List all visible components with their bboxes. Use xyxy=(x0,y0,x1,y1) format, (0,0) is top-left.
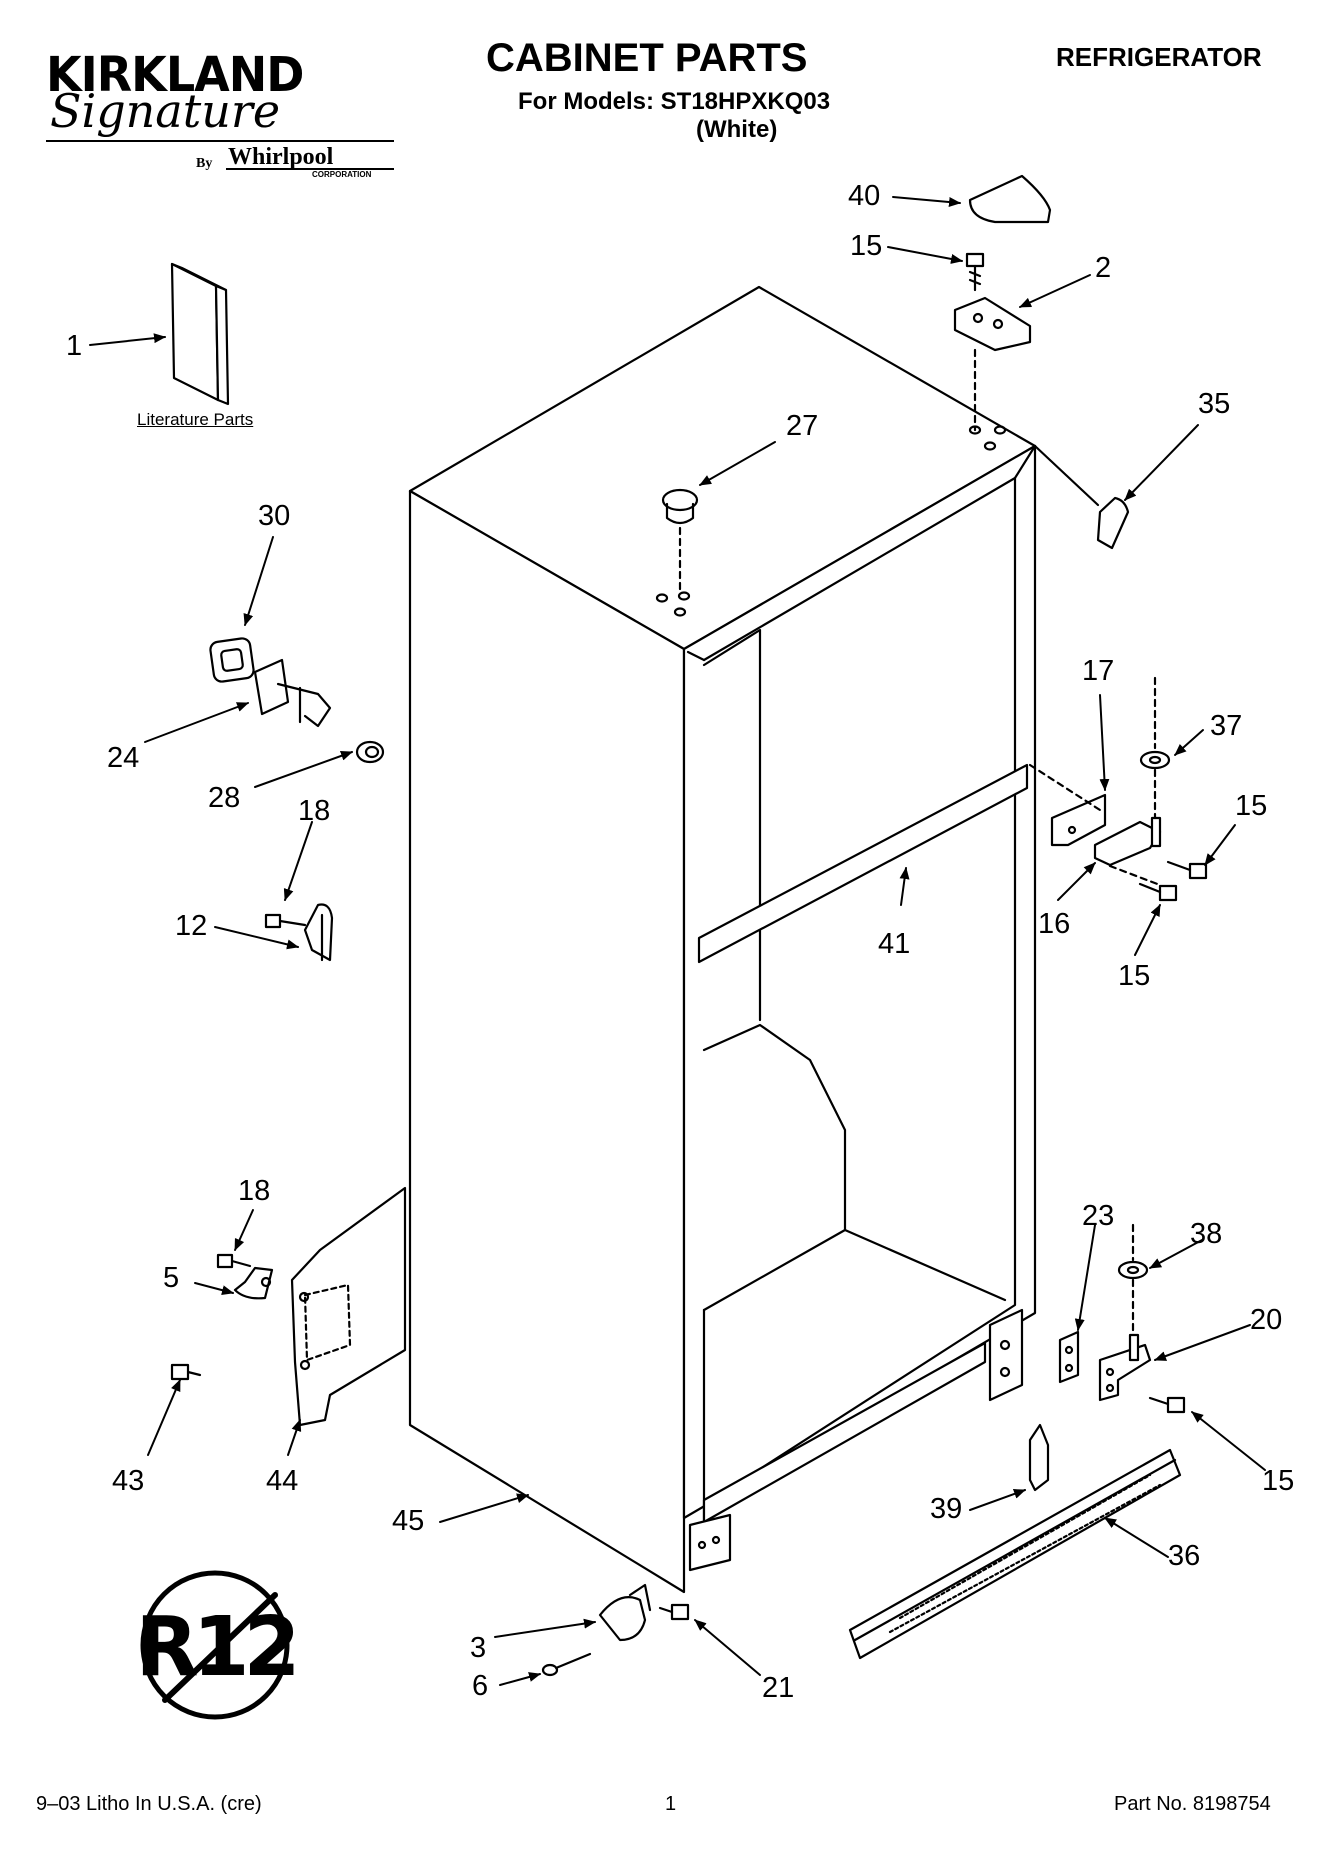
part-21-screw xyxy=(658,1603,690,1621)
r12-lettering: R12 xyxy=(135,1600,294,1695)
callout-30: 30 xyxy=(258,500,291,532)
callout-36: 36 xyxy=(1168,1540,1201,1572)
mid-screw-dash xyxy=(1108,864,1162,887)
brand-script: Signature xyxy=(50,84,281,138)
callout-40: 40 xyxy=(848,180,881,212)
footer-page-number: 1 xyxy=(665,1793,677,1815)
callout-38: 38 xyxy=(1190,1218,1223,1250)
callout-43: 43 xyxy=(112,1465,145,1497)
part-20-bottom-hinge xyxy=(1098,1333,1152,1402)
brand-name: KIRKLAND xyxy=(46,46,304,103)
models-line: For Models: ST18HPXKQ03 xyxy=(518,88,831,115)
manufacturer-sub: CORPORATION xyxy=(312,170,372,179)
manufacturer-underline xyxy=(226,168,394,170)
callout-39: 39 xyxy=(930,1493,963,1525)
literature-parts-label: Literature Parts xyxy=(137,410,254,429)
part-18-screw-lower xyxy=(216,1253,252,1269)
part-37-washer xyxy=(1139,676,1171,820)
part-15-screw-mid-a xyxy=(1166,860,1208,880)
part-23-bottom-shim xyxy=(1058,1330,1080,1384)
part-5-clamp xyxy=(233,1266,274,1300)
part-43-screw xyxy=(170,1363,202,1381)
callout-35: 35 xyxy=(1198,388,1231,420)
callout-24: 24 xyxy=(107,742,140,774)
part-24-handle-stud xyxy=(253,658,332,728)
callout-15-top: 15 xyxy=(850,230,883,262)
refrigerator-cabinet xyxy=(408,285,1037,1594)
callout-1: 1 xyxy=(66,330,83,362)
mid-hinge-dash xyxy=(1028,763,1102,812)
color-line: (White) xyxy=(696,116,778,143)
callout-45: 45 xyxy=(392,1505,425,1537)
part-12-clip xyxy=(303,903,334,962)
part-17-hinge-shim xyxy=(1050,793,1107,847)
part-15-screw-mid-b xyxy=(1138,882,1178,902)
callout-6: 6 xyxy=(472,1670,489,1702)
part-27-plug-button xyxy=(661,488,699,592)
literature-booklet xyxy=(170,262,230,406)
part-38-washer xyxy=(1117,1223,1149,1347)
leader-35-line xyxy=(1033,444,1100,507)
callout-12: 12 xyxy=(175,910,208,942)
part-28-nut xyxy=(355,740,385,764)
part-44-access-panel xyxy=(290,1186,407,1427)
callout-23: 23 xyxy=(1082,1200,1115,1232)
brand-underline xyxy=(46,140,394,142)
part-40-hinge-cover xyxy=(968,174,1052,224)
part-18-screw-upper xyxy=(264,913,307,929)
part-15-screw-top xyxy=(965,252,985,292)
callout-17: 17 xyxy=(1082,655,1115,687)
no-r12-badge xyxy=(140,1570,290,1720)
callout-2: 2 xyxy=(1095,252,1112,284)
callout-41: 41 xyxy=(878,928,911,960)
footer-print-info: 9–03 Litho In U.S.A. (cre) xyxy=(36,1793,262,1815)
callout-27: 27 xyxy=(786,410,819,442)
callout-15-bottom: 15 xyxy=(1262,1465,1295,1497)
callout-18-lower: 18 xyxy=(238,1175,271,1207)
part-16-center-hinge xyxy=(1093,816,1162,867)
page-title: CABINET PARTS xyxy=(486,36,808,80)
callout-28: 28 xyxy=(208,782,241,814)
callout-18-upper: 18 xyxy=(298,795,331,827)
part-30-gasket xyxy=(209,637,255,683)
callout-37: 37 xyxy=(1210,710,1243,742)
part-15-screw-bottom xyxy=(1148,1396,1186,1414)
by-label: By xyxy=(196,156,213,171)
footer-part-number: Part No. 8198754 xyxy=(1114,1793,1271,1815)
part-6-pin xyxy=(541,1652,592,1677)
category-label: REFRIGERATOR xyxy=(1056,42,1262,72)
callout-44: 44 xyxy=(266,1465,299,1497)
callout-21: 21 xyxy=(762,1672,795,1704)
callout-15-mid-low: 15 xyxy=(1118,960,1151,992)
callout-5: 5 xyxy=(163,1262,180,1294)
callout-20: 20 xyxy=(1250,1304,1283,1336)
part-36-toe-grille xyxy=(848,1448,1182,1660)
part-3-roller-bracket xyxy=(598,1583,652,1642)
callout-3: 3 xyxy=(470,1632,487,1664)
part-39-grille-clip xyxy=(1028,1423,1050,1492)
manufacturer-name: Whirlpool xyxy=(228,144,334,170)
callout-16: 16 xyxy=(1038,908,1071,940)
brand-logo: KIRKLAND Signature By Whirlpool CORPORAT… xyxy=(46,46,396,186)
leader-lines xyxy=(89,196,1266,1686)
part-35-shim xyxy=(1096,496,1130,550)
part-2-top-hinge xyxy=(953,296,1032,432)
callout-15-mid-right: 15 xyxy=(1235,790,1268,822)
